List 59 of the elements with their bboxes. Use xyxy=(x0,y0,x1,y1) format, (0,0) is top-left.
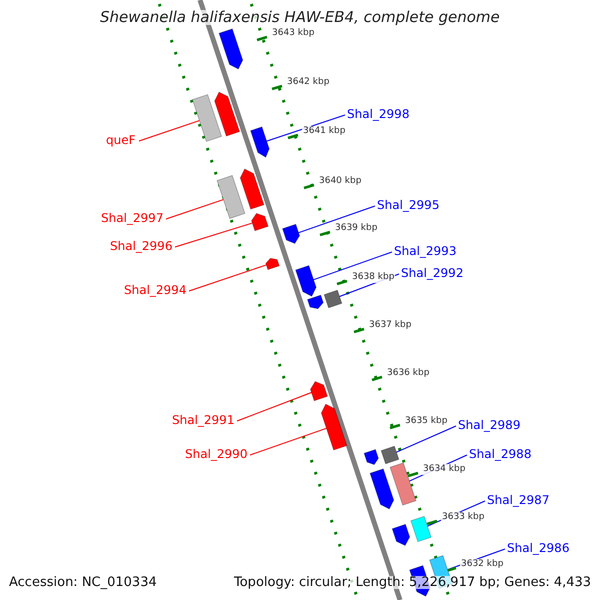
tick-label: 3642 kbp xyxy=(286,77,330,88)
tick-label: 3643 kbp xyxy=(271,28,316,39)
footer-text: Topology: circular; Length: 5,226,917 bp; Genes: 4,433 xyxy=(234,576,592,589)
gene-label: Shal_2988 xyxy=(469,448,532,460)
gene-feature xyxy=(295,265,317,297)
gene-label: queF xyxy=(106,134,136,146)
gene-feature xyxy=(364,449,379,466)
gene-label: Shal_2998 xyxy=(347,108,410,120)
gene-label: Shal_2995 xyxy=(377,199,440,211)
tick-label: 3640 kbp xyxy=(318,176,362,187)
gene-feature xyxy=(392,524,410,546)
leader-line xyxy=(188,264,267,292)
leader-line xyxy=(298,206,376,234)
leader-line xyxy=(396,426,456,453)
gene-feature xyxy=(390,462,416,506)
gene-label: Shal_2987 xyxy=(487,494,550,506)
gene-label: Shal_2997 xyxy=(101,212,164,224)
tick-label: 3634 kbp xyxy=(422,464,466,475)
tick-label: 3638 kbp xyxy=(351,272,396,283)
gene-feature xyxy=(216,175,246,219)
gene-feature xyxy=(192,94,222,142)
gene-label: Shal_2994 xyxy=(124,284,186,296)
gene-label: Shal_2991 xyxy=(172,414,234,426)
leader-line xyxy=(313,252,392,280)
tick-label: 3633 kbp xyxy=(441,512,486,523)
gene-label: Shal_2993 xyxy=(394,245,456,257)
tick-label: 3641 kbp xyxy=(302,126,346,137)
tick-label: 3637 kbp xyxy=(368,320,412,331)
gene-label: Shal_2992 xyxy=(401,267,464,279)
gene-feature xyxy=(240,168,264,210)
gene-label: Shal_2986 xyxy=(507,542,570,554)
gene-label: Shal_2990 xyxy=(185,448,248,460)
gene-feature xyxy=(370,468,394,510)
gene-feature xyxy=(324,290,342,308)
leader-line xyxy=(166,199,224,220)
gene-label: Shal_2996 xyxy=(110,240,172,252)
gene-feature xyxy=(214,92,240,137)
leader-line xyxy=(236,392,312,422)
gene-feature xyxy=(380,446,400,464)
tick-label: 3639 kbp xyxy=(334,223,378,234)
gene-feature xyxy=(218,28,244,70)
tick-label: 3636 kbp xyxy=(386,368,430,379)
leader-line xyxy=(266,114,346,142)
tick-label: 3632 kbp xyxy=(460,559,504,570)
gene-feature xyxy=(265,258,280,270)
tick-label: 3635 kbp xyxy=(404,416,448,427)
gene-label: Shal_2989 xyxy=(458,419,520,431)
gene-feature xyxy=(410,516,432,542)
gene-feature xyxy=(282,224,300,244)
leader-line xyxy=(138,120,200,142)
gene-feature xyxy=(250,126,270,158)
gene-feature xyxy=(251,213,269,232)
footer-text: Accession: NC_010334 xyxy=(9,576,157,589)
title: Shewanella halifaxensis HAW-EB4, complete genome xyxy=(100,10,500,25)
leader-line xyxy=(250,428,327,456)
gene-feature xyxy=(320,404,348,450)
leader-line xyxy=(174,222,253,248)
gene-feature xyxy=(307,294,324,310)
gene-feature xyxy=(310,381,328,402)
